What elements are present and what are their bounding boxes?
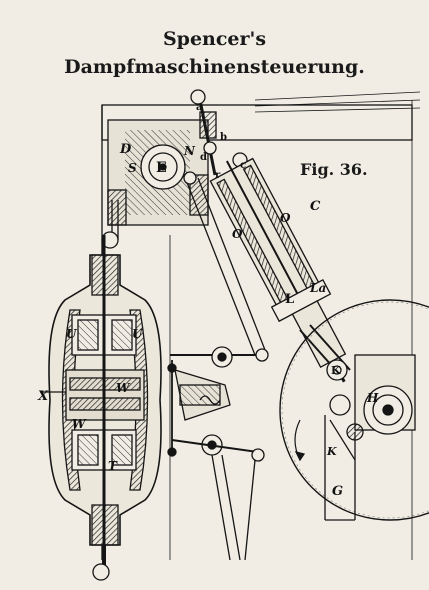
label-C: C bbox=[310, 199, 321, 214]
label-T: T bbox=[108, 459, 118, 473]
label-X: X bbox=[37, 389, 49, 404]
title-line-1: Spencer's bbox=[162, 28, 267, 50]
label-O: O bbox=[280, 211, 291, 225]
label-S: S bbox=[128, 161, 137, 175]
pin-K bbox=[326, 359, 348, 381]
label-La: La bbox=[309, 281, 326, 295]
label-E: E bbox=[156, 160, 167, 176]
label-W-left: W bbox=[72, 417, 87, 431]
label-N: N bbox=[183, 144, 196, 158]
label-D: D bbox=[119, 142, 132, 157]
label-G: G bbox=[332, 484, 343, 499]
figure-number: Fig. 36. bbox=[300, 160, 368, 179]
label-O-2: O bbox=[232, 227, 243, 241]
valve-chest bbox=[40, 235, 162, 581]
label-L: L bbox=[285, 292, 294, 307]
label-K: K bbox=[331, 364, 341, 377]
label-U-right: U bbox=[132, 327, 144, 341]
label-H: H bbox=[366, 391, 379, 405]
label-U-left: U bbox=[66, 327, 78, 341]
label-a: a bbox=[196, 102, 203, 113]
label-b: b bbox=[220, 132, 227, 143]
label-r: r bbox=[215, 170, 221, 181]
title-line-2: Dampfmaschinensteuerung. bbox=[64, 56, 365, 78]
label-d: d bbox=[200, 152, 207, 163]
crank-disc bbox=[279, 299, 429, 521]
label-c: c bbox=[240, 160, 246, 171]
label-K-2: K bbox=[326, 445, 337, 458]
label-W-right: W bbox=[116, 381, 131, 395]
